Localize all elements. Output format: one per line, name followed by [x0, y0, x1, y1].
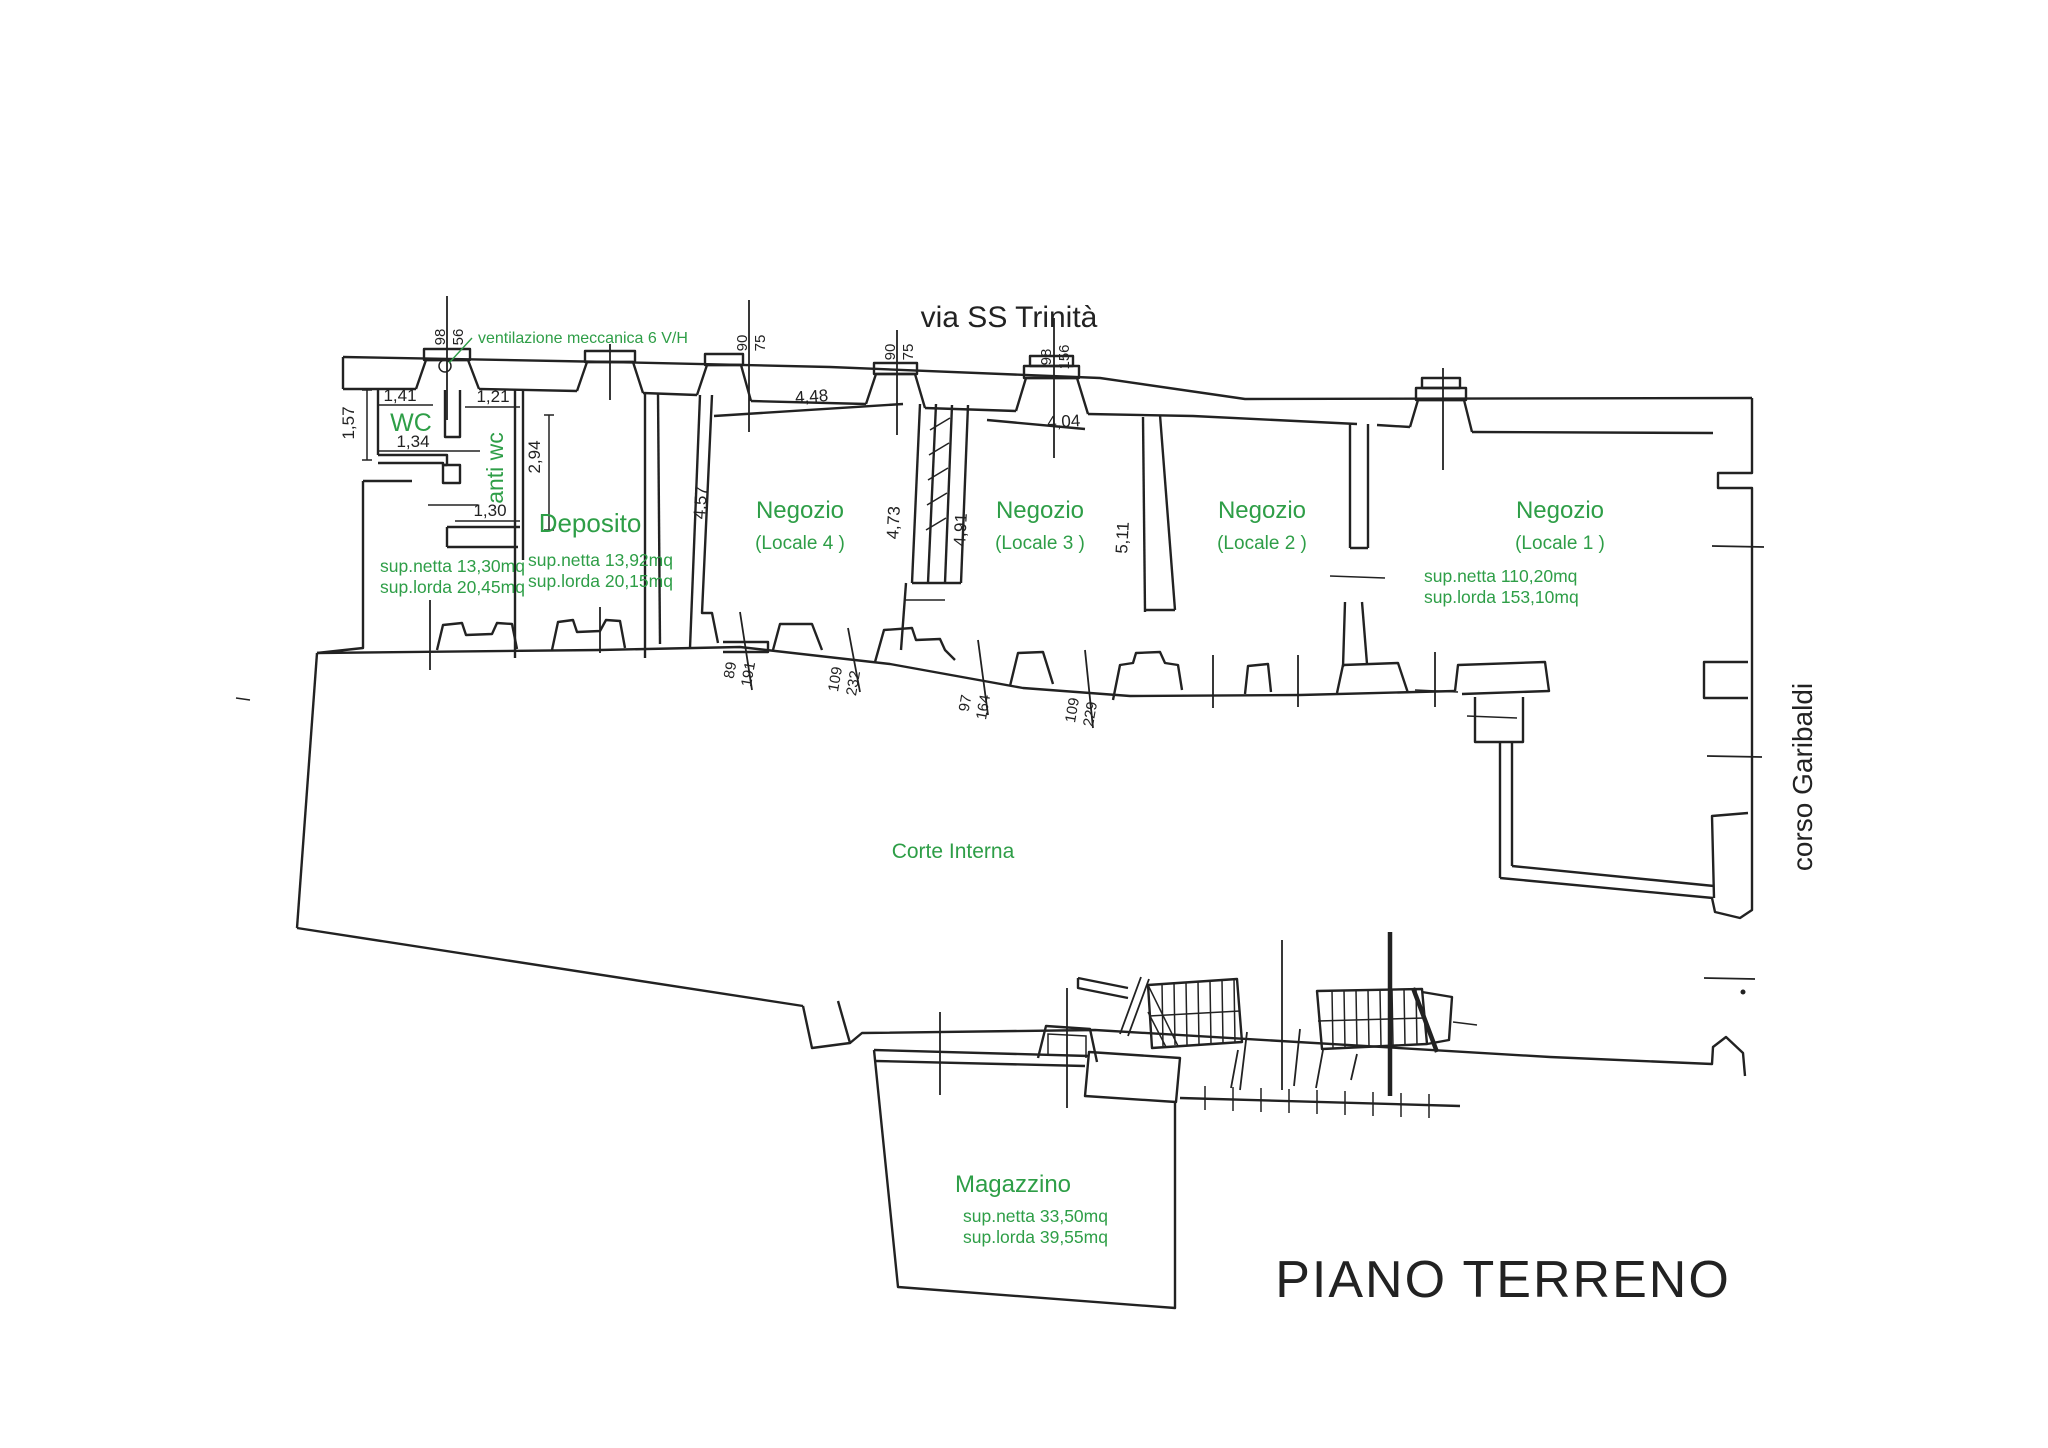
dim-1-41: 1,41 — [383, 386, 416, 405]
room-label-locale-4: (Locale 4 ) — [755, 533, 845, 554]
wc-sup-netta: sup.netta 13,30mq — [380, 556, 525, 576]
room-label-negozio-3: Negozio — [996, 497, 1084, 524]
opening-7-w: 109 — [1062, 696, 1083, 724]
street-labels: via SS Trinità corso Garibaldi PIANO TER… — [921, 301, 1818, 1309]
deposito-sup-netta: sup.netta 13,92mq — [528, 550, 673, 570]
dim-1-57: 1,57 — [339, 406, 358, 439]
opening-6-w: 97 — [956, 694, 976, 713]
opening-dimension-labels: 98 56 90 75 90 75 98 156 89 191 109 232 … — [432, 329, 1101, 728]
deposito-sup-lorda: sup.lorda 20,15mq — [528, 571, 673, 591]
street-label-right: corso Garibaldi — [1787, 683, 1818, 871]
ventilation-shaft-icon — [438, 359, 452, 373]
dim-4-48: 4,48 — [794, 386, 828, 407]
room-label-negozio-2: Negozio — [1218, 497, 1306, 524]
dim-1-21: 1,21 — [476, 387, 509, 406]
opening-ticks-top — [446, 296, 1444, 470]
room-labels: ventilazione meccanica 6 V/H WC anti wc … — [380, 330, 1605, 1247]
opening-6-h: 164 — [973, 693, 994, 721]
room-label-wc: WC — [390, 409, 432, 437]
magazzino-outline — [872, 988, 1182, 1310]
room-label-deposito: Deposito — [539, 508, 642, 538]
opening-4-w: 89 — [721, 661, 741, 680]
wc-sup-lorda: sup.lorda 20,45mq — [380, 577, 525, 597]
opening-1-w: 90 — [734, 335, 751, 352]
room-label-locale-2: (Locale 2 ) — [1217, 533, 1307, 554]
opening-2-w: 90 — [882, 344, 899, 361]
dimension-labels: 1,41 1,21 1,57 1,34 1,30 2,94 4,48 4,57 … — [339, 386, 1133, 554]
opening-3-w: 98 — [1038, 349, 1055, 366]
dim-2-94: 2,94 — [525, 440, 544, 473]
opening-7-h: 229 — [1080, 700, 1101, 728]
ventilation-note: ventilazione meccanica 6 V/H — [478, 330, 688, 347]
room-label-negozio-4: Negozio — [756, 497, 844, 524]
negozio1-sup-netta: sup.netta 110,20mq — [1424, 566, 1577, 586]
room-label-anti-wc: anti wc — [482, 432, 508, 504]
wc-interior — [361, 389, 554, 640]
dim-4-91: 4,91 — [950, 513, 971, 547]
street-label-top: via SS Trinità — [921, 301, 1098, 334]
dim-4-73: 4,73 — [883, 506, 904, 540]
dim-4-04: 4,04 — [1047, 411, 1081, 432]
negozio1-sup-lorda: sup.lorda 153,10mq — [1424, 587, 1579, 607]
street-wall — [341, 355, 1753, 435]
dim-5-11: 5,11 — [1112, 521, 1133, 554]
room-label-magazzino: Magazzino — [955, 1171, 1071, 1198]
opening-ticks-courtyard — [739, 611, 1094, 729]
room-label-corte-interna: Corte Interna — [892, 840, 1015, 863]
locale1-bay-walls — [1453, 660, 1715, 900]
opening-5-w: 109 — [825, 665, 846, 693]
opening-4-h: 191 — [738, 660, 759, 688]
magazzino-sup-lorda: sup.lorda 39,55mq — [963, 1227, 1108, 1247]
dim-1-30: 1,30 — [473, 501, 506, 520]
dim-1-34: 1,34 — [396, 432, 429, 451]
room-label-locale-3: (Locale 3 ) — [995, 533, 1085, 554]
opening-0-h: 56 — [450, 329, 467, 346]
opening-2-h: 75 — [900, 344, 917, 361]
opening-0-w: 98 — [432, 329, 449, 346]
page-title: PIANO TERRENO — [1275, 1251, 1731, 1309]
dim-4-57: 4,57 — [690, 485, 711, 519]
partition-walls — [376, 389, 1386, 668]
room-label-negozio-1: Negozio — [1516, 497, 1604, 524]
right-wing — [1702, 398, 1765, 995]
magazzino-sup-netta: sup.netta 33,50mq — [963, 1206, 1108, 1226]
opening-5-h: 232 — [843, 669, 864, 697]
shop-bottom-boundary — [316, 600, 1459, 708]
opening-3-h: 156 — [1056, 344, 1073, 369]
opening-1-h: 75 — [752, 335, 769, 352]
room-label-locale-1: (Locale 1 ) — [1515, 533, 1605, 554]
stairs-right — [1179, 932, 1478, 1118]
stairs-left — [1076, 976, 1244, 1050]
